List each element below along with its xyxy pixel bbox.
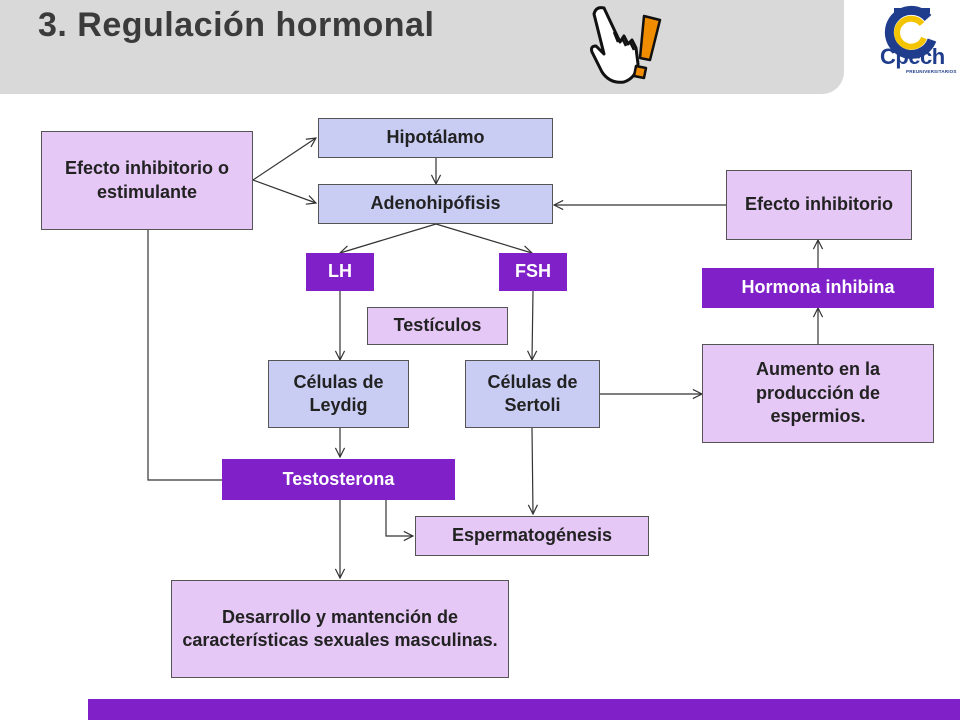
- celulas-de-leydig-box: Células de Leydig: [268, 360, 409, 428]
- espermatogenesis-box: Espermatogénesis: [415, 516, 649, 556]
- efecto-inhibitorio-o-estimulante-box: Efecto inhibitorio o estimulante: [41, 131, 253, 230]
- adenohipofisis-box: Adenohipófisis: [318, 184, 553, 224]
- lh-box: LH: [306, 253, 374, 291]
- desarrollo-caracteristicas-box: Desarrollo y mantención de característic…: [171, 580, 509, 678]
- footer-bar: [88, 699, 960, 720]
- testosterona-box: Testosterona: [222, 459, 455, 500]
- fsh-box: FSH: [499, 253, 567, 291]
- hormona-inhibina-box: Hormona inhibina: [702, 268, 934, 308]
- logo-tagline: PREUNIVERSITARIOS: [906, 69, 957, 74]
- cpech-logo-icon: [884, 5, 937, 59]
- logo-name: Cpech: [880, 44, 945, 69]
- efecto-inhibitorio-box: Efecto inhibitorio: [726, 170, 912, 240]
- hipotalamo-box: Hipotálamo: [318, 118, 553, 158]
- pointing-hand-with-exclamation-icon: [590, 6, 662, 84]
- testiculos-box: Testículos: [367, 307, 508, 345]
- header-bar: [0, 0, 844, 94]
- aumento-produccion-espermios-box: Aumento en la producción de espermios.: [702, 344, 934, 443]
- page-title: 3. Regulación hormonal: [38, 6, 435, 44]
- celulas-de-sertoli-box: Células de Sertoli: [465, 360, 600, 428]
